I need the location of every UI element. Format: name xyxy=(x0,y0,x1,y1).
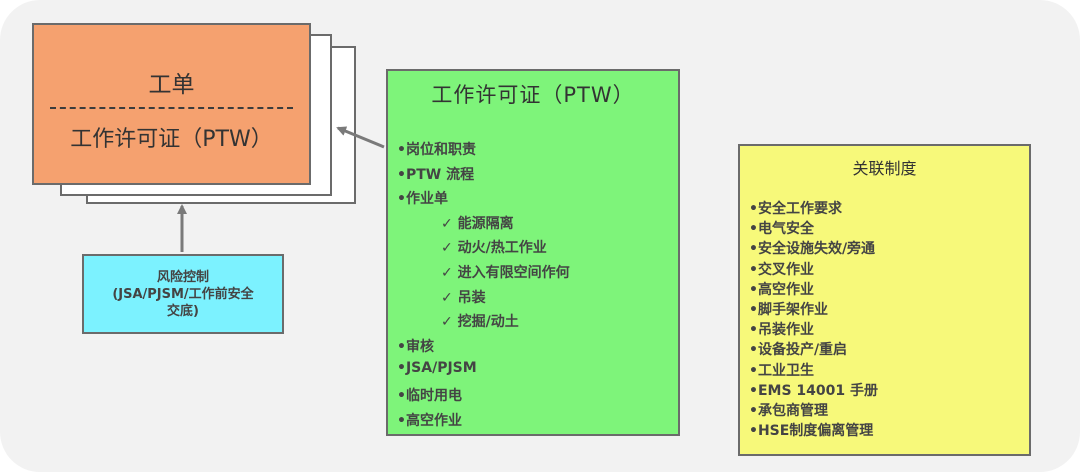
work-order-card: 工单 工作许可证（PTW） xyxy=(32,23,311,185)
work-order-subtitle: 工作许可证（PTW） xyxy=(70,127,273,152)
related-item: •安全设施失效/旁通 xyxy=(749,241,876,258)
ptw-item: •作业单 xyxy=(397,191,448,208)
ptw-subitem: ✓ 挖掘/动土 xyxy=(441,314,519,331)
ptw-subitem: ✓ 动火/热工作业 xyxy=(441,240,547,257)
ptw-item: •审核 xyxy=(397,338,434,355)
related-item: •高空作业 xyxy=(749,281,814,298)
related-item: •电气安全 xyxy=(749,221,814,238)
dashed-divider xyxy=(50,107,293,109)
arrow-ptw-to-workorder xyxy=(336,126,385,149)
ptw-subitem: ✓ 吊装 xyxy=(441,289,486,306)
related-policies-title: 关联制度 xyxy=(852,159,917,178)
risk-control-box: 风险控制 (JSA/PJSM/工作前安全 交底) xyxy=(82,254,284,334)
related-item: •承包商管理 xyxy=(749,403,828,419)
related-policies-box: 关联制度 •安全工作要求 •电气安全 •安全设施失效/旁通 •交叉作业 •高空作业 •脚手… xyxy=(738,144,1031,456)
ptw-item: •岗位和职责 xyxy=(397,142,476,158)
ptw-subitem: ✓ 进入有限空间作何 xyxy=(441,265,570,281)
ptw-item: •高空作业 xyxy=(397,412,462,429)
related-item: •吊装作业 xyxy=(749,322,814,339)
ptw-item: •PTW 流程 xyxy=(397,166,475,183)
ptw-subitem: ✓ 能源隔离 xyxy=(441,215,514,232)
risk-control-line: 交底) xyxy=(167,303,199,319)
work-order-title: 工单 xyxy=(148,72,195,98)
ptw-title: 工作许可证（PTW） xyxy=(431,83,635,107)
risk-control-line: (JSA/PJSM/工作前安全 xyxy=(112,286,254,302)
ptw-box: 工作许可证（PTW） •岗位和职责 •PTW 流程 •作业单 ✓ 能源隔离 ✓ 动火/热… xyxy=(386,69,680,436)
related-item: •HSE制度偏离管理 xyxy=(749,423,874,440)
related-item: •脚手架作业 xyxy=(749,302,828,318)
ptw-item: •临时用电 xyxy=(397,388,462,404)
related-item: •交叉作业 xyxy=(749,261,814,278)
related-item: •EMS 14001 手册 xyxy=(749,382,878,399)
risk-control-line: 风险控制 xyxy=(156,269,209,285)
ptw-item: •JSA/PJSM xyxy=(397,360,477,377)
related-item: •工业卫生 xyxy=(749,362,814,379)
related-item: •安全工作要求 xyxy=(749,201,842,217)
related-item: •设备投产/重启 xyxy=(749,342,848,359)
